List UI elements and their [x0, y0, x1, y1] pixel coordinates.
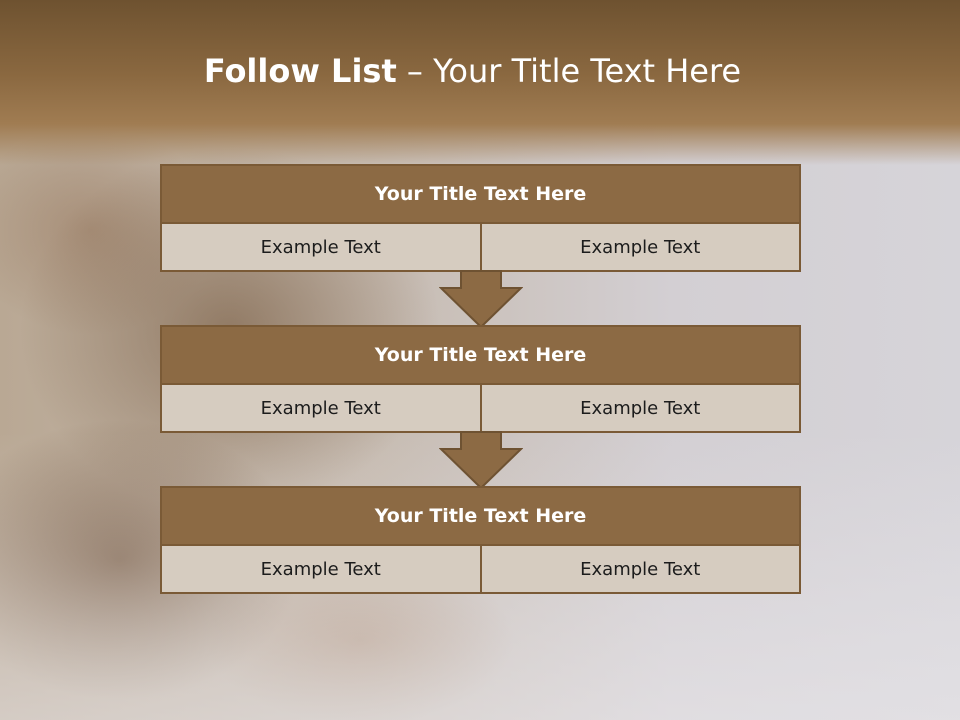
down-arrow-1: [439, 270, 523, 328]
step-row: Example Text Example Text: [162, 546, 799, 592]
title-separator: –: [396, 52, 434, 90]
step-cell-right: Example Text: [479, 385, 799, 431]
step-row: Example Text Example Text: [162, 224, 799, 270]
title-bold: Follow List: [203, 52, 397, 90]
down-arrow-2: [439, 431, 523, 489]
step-box-1: Your Title Text Here Example Text Exampl…: [160, 164, 801, 272]
step-box-2: Your Title Text Here Example Text Exampl…: [160, 325, 801, 433]
header-band: [0, 0, 960, 165]
step-title: Your Title Text Here: [162, 488, 799, 546]
title-rest: Your Title Text Here: [433, 52, 742, 90]
slide-title: Follow List – Your Title Text Here: [0, 52, 945, 90]
step-title: Your Title Text Here: [162, 166, 799, 224]
step-cell-right: Example Text: [479, 546, 799, 592]
step-title: Your Title Text Here: [162, 327, 799, 385]
step-cell-right: Example Text: [479, 224, 799, 270]
step-cell-left: Example Text: [162, 546, 480, 592]
step-cell-left: Example Text: [162, 385, 480, 431]
step-cell-left: Example Text: [162, 224, 480, 270]
step-row: Example Text Example Text: [162, 385, 799, 431]
step-box-3: Your Title Text Here Example Text Exampl…: [160, 486, 801, 594]
